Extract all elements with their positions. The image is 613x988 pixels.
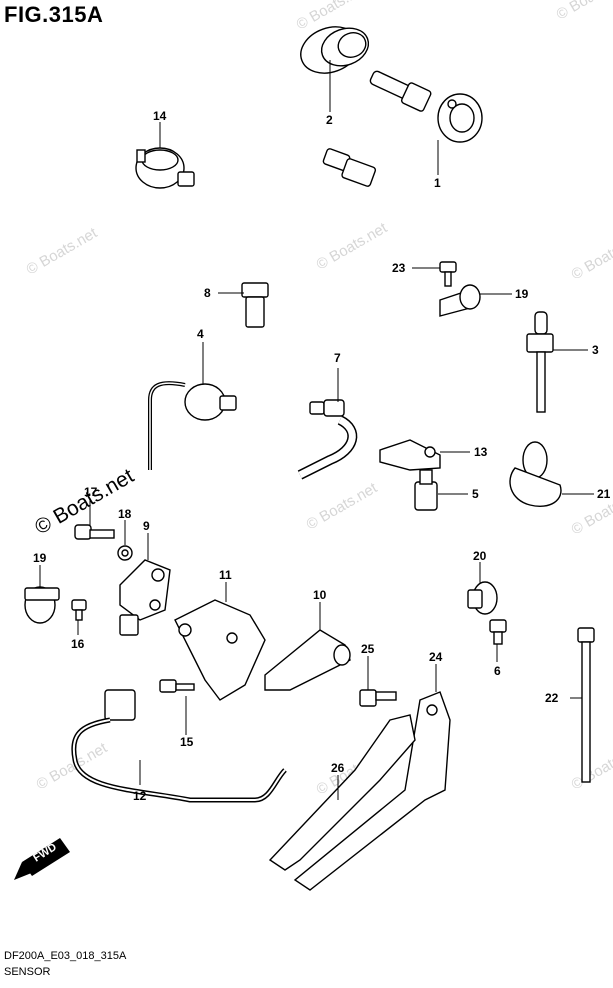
callout-13: 13	[474, 445, 488, 459]
part-2-grommet	[300, 26, 370, 74]
callout-23: 23	[392, 261, 406, 275]
callout-15: 15	[180, 735, 194, 749]
watermark-5: © Boats.net	[569, 229, 613, 283]
footer-section-name: SENSOR	[4, 966, 51, 978]
watermark-6: © Boats.net	[304, 479, 381, 533]
part-5-bolt	[414, 469, 438, 511]
part-25-bolt	[359, 689, 397, 707]
fwd-arrow: FWD	[14, 838, 70, 880]
part-18-washer	[117, 545, 133, 561]
callout-26: 26	[331, 761, 345, 775]
callout-17: 17	[84, 485, 98, 499]
part-4-knock-sensor	[148, 381, 237, 470]
part-14-pressure-switch	[135, 147, 195, 189]
callout-19-top: 19	[515, 287, 529, 301]
callout-3: 3	[592, 343, 599, 357]
callout-21: 21	[597, 487, 611, 501]
part-10-arm	[264, 629, 351, 691]
part-15-bolt	[159, 679, 195, 693]
part-24-bracket	[293, 691, 451, 891]
part-6-bolt	[489, 619, 507, 645]
callout-4: 4	[197, 327, 204, 341]
callout-2: 2	[326, 113, 333, 127]
part-7-sensor	[297, 399, 358, 480]
callout-10: 10	[313, 588, 327, 602]
part-8-sensor-harness	[241, 139, 377, 328]
callout-18: 18	[118, 507, 132, 521]
part-19-clamp-top	[439, 284, 481, 317]
watermark-10: © Boats.net	[569, 739, 613, 793]
part-26-bracket	[268, 714, 416, 871]
callout-19-left: 19	[33, 551, 47, 565]
part-12-harness	[71, 689, 287, 803]
part-3-sensor	[526, 311, 554, 413]
callouts: 2 1 14 8 23 19 3 4 7 13 5 21 17 18 9 19	[33, 60, 611, 803]
callout-24: 24	[429, 650, 443, 664]
part-17-bolt	[74, 524, 115, 540]
callout-16: 16	[71, 637, 85, 651]
watermark-3: © Boats.net	[314, 219, 391, 273]
part-11-bracket	[174, 599, 266, 701]
callout-14: 14	[153, 109, 167, 123]
callout-9: 9	[143, 519, 150, 533]
callout-7: 7	[334, 351, 341, 365]
callout-12: 12	[133, 789, 147, 803]
callout-6: 6	[494, 664, 501, 678]
part-13-bracket	[379, 439, 441, 471]
part-9-sensor	[119, 559, 171, 636]
part-19-clamp-left	[24, 586, 60, 624]
callout-22: 22	[545, 691, 559, 705]
callout-5: 5	[472, 487, 479, 501]
part-22-cable-tie	[577, 627, 595, 783]
footer-figure-code: DF200A_E03_018_315A	[4, 950, 127, 962]
part-16-bolt	[71, 599, 87, 621]
watermark-2: © Boats.net	[24, 224, 101, 278]
callout-25: 25	[361, 642, 375, 656]
part-20-clamp	[467, 581, 498, 615]
callout-1: 1	[434, 176, 441, 190]
watermarks: © Boats.net © Boats.net © Boats.net © Bo…	[24, 0, 613, 798]
part-23-bolt	[439, 261, 457, 287]
callout-20: 20	[473, 549, 487, 563]
part-1-sensor	[369, 70, 483, 143]
part-21-clip	[509, 441, 562, 507]
figure-title: FIG.315A	[4, 2, 104, 27]
callout-8: 8	[204, 286, 211, 300]
callout-11: 11	[219, 568, 232, 582]
watermark-4: © Boats.net	[554, 0, 613, 23]
